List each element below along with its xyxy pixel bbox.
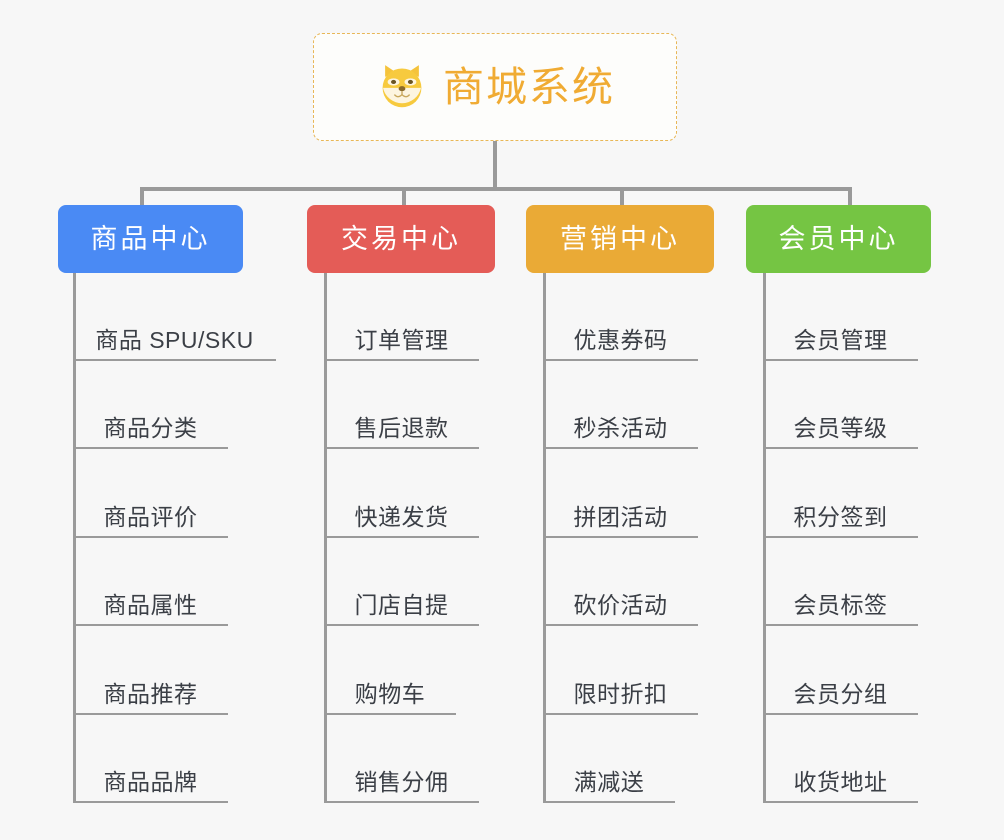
leaf-list-4: 会员管理 会员等级 积分签到 会员标签 会员分组 收货地址 <box>746 273 918 803</box>
branch-column-4: 会员中心 会员管理 会员等级 积分签到 会员标签 会员分组 收货地址 <box>746 205 931 803</box>
leaf-item[interactable]: 订单管理 <box>324 273 479 361</box>
leaf-item[interactable]: 满减送 <box>543 715 675 803</box>
root-node-title: 商城系统 <box>443 63 615 110</box>
leaf-item-label: 收货地址 <box>793 769 888 795</box>
category-header-1[interactable]: 商品中心 <box>58 205 243 273</box>
category-header-4[interactable]: 会员中心 <box>746 205 931 273</box>
category-header-2-label: 交易中心 <box>341 223 461 254</box>
leaf-item[interactable]: 门店自提 <box>324 538 479 626</box>
category-header-3-label: 营销中心 <box>560 223 680 254</box>
leaf-item-label: 商品评价 <box>103 504 198 530</box>
leaf-item[interactable]: 商品推荐 <box>73 626 228 715</box>
leaf-list-2: 订单管理 售后退款 快递发货 门店自提 购物车 销售分佣 <box>307 273 479 803</box>
leaf-item-label: 订单管理 <box>354 327 449 353</box>
category-header-4-label: 会员中心 <box>778 223 899 254</box>
leaf-item[interactable]: 商品品牌 <box>73 715 228 803</box>
branch-column-3: 营销中心 优惠券码 秒杀活动 拼团活动 砍价活动 限时折扣 满减送 <box>526 205 714 803</box>
leaf-item-label: 商品 SPU/SKU <box>95 327 254 353</box>
leaf-item[interactable]: 会员标签 <box>763 538 918 626</box>
category-header-2[interactable]: 交易中心 <box>307 205 495 273</box>
leaf-item-label: 会员分组 <box>793 681 888 707</box>
leaf-item[interactable]: 限时折扣 <box>543 626 698 715</box>
leaf-item-label: 拼团活动 <box>573 504 668 530</box>
leaf-item[interactable]: 砍价活动 <box>543 538 698 626</box>
branch-column-2: 交易中心 订单管理 售后退款 快递发货 门店自提 购物车 销售分佣 <box>307 205 495 803</box>
leaf-item[interactable]: 秒杀活动 <box>543 361 698 449</box>
connector-drop-1 <box>140 187 144 211</box>
leaf-item-label: 优惠券码 <box>573 327 668 353</box>
leaf-item-label: 满减送 <box>573 769 645 795</box>
leaf-item-label: 销售分佣 <box>354 769 449 795</box>
leaf-item-label: 会员标签 <box>793 592 888 618</box>
branch-column-1: 商品中心 商品 SPU/SKU 商品分类 商品评价 商品属性 商品推荐 商品品牌 <box>58 205 276 803</box>
connector-drop-4 <box>848 187 852 211</box>
leaf-item[interactable]: 优惠券码 <box>543 273 698 361</box>
leaf-item-label: 商品属性 <box>103 592 198 618</box>
category-header-3[interactable]: 营销中心 <box>526 205 714 273</box>
leaf-item[interactable]: 收货地址 <box>763 715 918 803</box>
category-header-1-label: 商品中心 <box>90 223 211 254</box>
leaf-item-label: 商品分类 <box>103 415 198 441</box>
leaf-item[interactable]: 商品 SPU/SKU <box>73 273 276 361</box>
leaf-item-label: 售后退款 <box>354 415 449 441</box>
leaf-item[interactable]: 销售分佣 <box>324 715 479 803</box>
leaf-list-1: 商品 SPU/SKU 商品分类 商品评价 商品属性 商品推荐 商品品牌 <box>58 273 276 803</box>
leaf-item-label: 商品品牌 <box>103 769 198 795</box>
spine-column-2 <box>324 273 327 803</box>
connector-bus-bar <box>140 187 852 191</box>
leaf-item[interactable]: 商品分类 <box>73 361 228 449</box>
leaf-item-label: 商品推荐 <box>103 681 198 707</box>
leaf-item[interactable]: 商品属性 <box>73 538 228 626</box>
leaf-item-label: 购物车 <box>354 681 426 707</box>
leaf-item-label: 限时折扣 <box>573 681 668 707</box>
connector-drop-3 <box>620 187 624 211</box>
shiba-dog-face-icon <box>382 65 422 108</box>
spine-column-4 <box>763 273 766 803</box>
leaf-item-label: 门店自提 <box>354 592 449 618</box>
spine-column-3 <box>543 273 546 803</box>
leaf-item[interactable]: 积分签到 <box>763 449 918 538</box>
leaf-item-label: 快递发货 <box>354 504 449 530</box>
leaf-item[interactable]: 会员等级 <box>763 361 918 449</box>
connector-drop-2 <box>402 187 406 211</box>
connector-root-stub <box>493 141 497 191</box>
leaf-item[interactable]: 拼团活动 <box>543 449 698 538</box>
leaf-list-3: 优惠券码 秒杀活动 拼团活动 砍价活动 限时折扣 满减送 <box>526 273 698 803</box>
root-node-mall-system[interactable]: 商城系统 <box>313 33 677 141</box>
leaf-item-label: 秒杀活动 <box>573 415 668 441</box>
leaf-item[interactable]: 售后退款 <box>324 361 479 449</box>
spine-column-1 <box>73 273 76 803</box>
leaf-item[interactable]: 快递发货 <box>324 449 479 538</box>
leaf-item[interactable]: 商品评价 <box>73 449 228 538</box>
leaf-item[interactable]: 会员管理 <box>763 273 918 361</box>
leaf-item-label: 会员等级 <box>793 415 888 441</box>
leaf-item-label: 砍价活动 <box>573 592 668 618</box>
leaf-item[interactable]: 会员分组 <box>763 626 918 715</box>
leaf-item-label: 会员管理 <box>793 327 888 353</box>
leaf-item[interactable]: 购物车 <box>324 626 456 715</box>
leaf-item-label: 积分签到 <box>793 504 888 530</box>
